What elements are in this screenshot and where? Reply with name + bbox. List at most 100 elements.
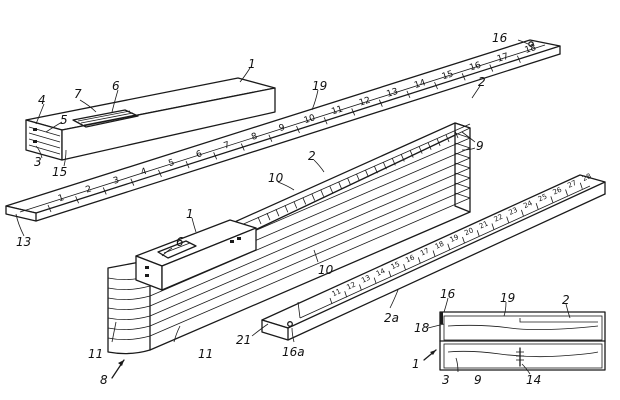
stack-graduation-tick bbox=[418, 146, 423, 154]
stack-graduation-tick bbox=[374, 166, 378, 174]
stack-graduation-tick bbox=[427, 142, 432, 150]
upper-scale-tick bbox=[130, 178, 135, 186]
upper-scale-number: 3 bbox=[112, 176, 120, 187]
stack-graduation-tick bbox=[454, 130, 459, 139]
lower-scale-tick bbox=[521, 209, 524, 217]
label-11-left: 11 bbox=[88, 347, 103, 361]
stack-graduation-tick bbox=[257, 216, 262, 225]
lower-scale-number: 12 bbox=[346, 281, 357, 292]
label-2a: 2a bbox=[384, 311, 399, 325]
upper-scale-number: 18 bbox=[524, 43, 538, 56]
label-2-inset: 2 bbox=[562, 293, 570, 307]
upper-scale-tick bbox=[240, 143, 245, 151]
label-15: 15 bbox=[52, 165, 67, 179]
upper-scale-number: 9 bbox=[278, 123, 287, 134]
stack-graduation-tick bbox=[302, 197, 307, 205]
label-9-stack: 9 bbox=[476, 139, 484, 153]
upper-scale-number: 13 bbox=[386, 87, 400, 100]
lower-scale-number: 20 bbox=[463, 226, 474, 237]
stack-scale-ticks bbox=[257, 130, 459, 225]
stack-graduation-tick bbox=[293, 201, 298, 209]
label-1-inset: 1 bbox=[412, 357, 420, 371]
upper-scale-tick bbox=[406, 90, 411, 99]
stack-graduation-tick bbox=[347, 177, 351, 186]
label-14: 14 bbox=[526, 373, 541, 387]
stack-graduation-tick bbox=[320, 189, 325, 197]
lower-scale-number: 22 bbox=[493, 213, 504, 224]
label-5: 5 bbox=[60, 113, 68, 127]
upper-scale-tick bbox=[75, 196, 79, 204]
upper-scale-number: 5 bbox=[167, 158, 175, 169]
stack-graduation-tick bbox=[338, 181, 342, 189]
upper-scale-tick bbox=[489, 64, 494, 72]
upper-scale-number: 14 bbox=[413, 78, 427, 91]
upper-scale-number: 2 bbox=[85, 184, 93, 195]
lower-scale-tick bbox=[373, 277, 377, 284]
upper-scale-tick bbox=[461, 73, 466, 81]
label-19-inset: 19 bbox=[500, 291, 515, 305]
lower-scale-number: 21 bbox=[478, 220, 489, 231]
stack-graduation-tick bbox=[409, 150, 414, 158]
upper-scale-number: 8 bbox=[250, 132, 259, 143]
lower-scale-tick bbox=[403, 263, 406, 271]
upper-scale-tick bbox=[351, 108, 356, 116]
label-19-ruler: 19 bbox=[312, 79, 327, 93]
upper-scale-tick bbox=[268, 134, 273, 142]
stack-graduation-tick bbox=[266, 212, 271, 221]
stack-graduation-tick bbox=[356, 173, 360, 182]
lower-scale-number: 28 bbox=[581, 172, 592, 183]
upper-scale-number: 4 bbox=[140, 167, 149, 178]
label-13: 13 bbox=[16, 235, 31, 249]
label-18: 18 bbox=[414, 321, 430, 335]
upper-scale-number: 10 bbox=[303, 113, 317, 126]
lower-scale-tick bbox=[417, 257, 421, 264]
lower-scale-number: 19 bbox=[449, 233, 460, 244]
label-3-case: 3 bbox=[34, 155, 42, 169]
lower-scale-number: 26 bbox=[552, 185, 564, 196]
label-10-lower: 10 bbox=[318, 263, 334, 277]
upper-scale-tick bbox=[296, 125, 300, 134]
lower-scale-number: 27 bbox=[566, 179, 577, 190]
label-16a: 16a bbox=[282, 345, 305, 359]
upper-scale-tick bbox=[185, 160, 190, 169]
label-7: 7 bbox=[74, 87, 82, 101]
stack-graduation-tick bbox=[436, 138, 441, 146]
upper-ruler bbox=[5, 39, 561, 222]
lower-scale-tick bbox=[462, 236, 465, 244]
lower-scale-number: 18 bbox=[434, 240, 445, 251]
lower-scale-tick bbox=[432, 250, 436, 257]
lower-scale-tick bbox=[579, 182, 583, 189]
upper-scale-number: 12 bbox=[358, 96, 372, 109]
label-8: 8 bbox=[100, 373, 108, 387]
upper-scale-number: 17 bbox=[496, 52, 510, 65]
lower-scale-number: 13 bbox=[360, 274, 371, 285]
upper-scale-number: 1 bbox=[57, 193, 65, 204]
ruler-end-hole bbox=[287, 321, 293, 327]
lower-scale-tick bbox=[476, 230, 480, 237]
lower-scale-tick bbox=[344, 291, 348, 298]
lower-scale-tick bbox=[447, 243, 451, 250]
lower-scale-tick bbox=[550, 196, 554, 203]
stack-case bbox=[135, 219, 257, 291]
upper-scale-number: 15 bbox=[441, 69, 455, 82]
upper-scale-tick bbox=[213, 152, 218, 160]
upper-scale-tick bbox=[517, 55, 521, 63]
upper-scale-tick bbox=[434, 81, 438, 90]
lower-scale-number: 11 bbox=[331, 287, 342, 298]
label-10-upper: 10 bbox=[268, 171, 284, 185]
label-21: 21 bbox=[236, 333, 251, 347]
upper-scale-tick bbox=[158, 169, 162, 178]
label-6-case: 6 bbox=[112, 79, 120, 93]
lower-scale-tick bbox=[506, 216, 510, 223]
label-11-right: 11 bbox=[198, 347, 213, 361]
lower-scale-number: 17 bbox=[419, 247, 430, 258]
label-1-stack: 1 bbox=[186, 207, 194, 221]
leader-lines bbox=[15, 39, 571, 379]
lower-scale-number: 14 bbox=[375, 267, 387, 278]
label-2-stack: 2 bbox=[308, 149, 316, 163]
upper-scale-number: 16 bbox=[468, 60, 482, 73]
